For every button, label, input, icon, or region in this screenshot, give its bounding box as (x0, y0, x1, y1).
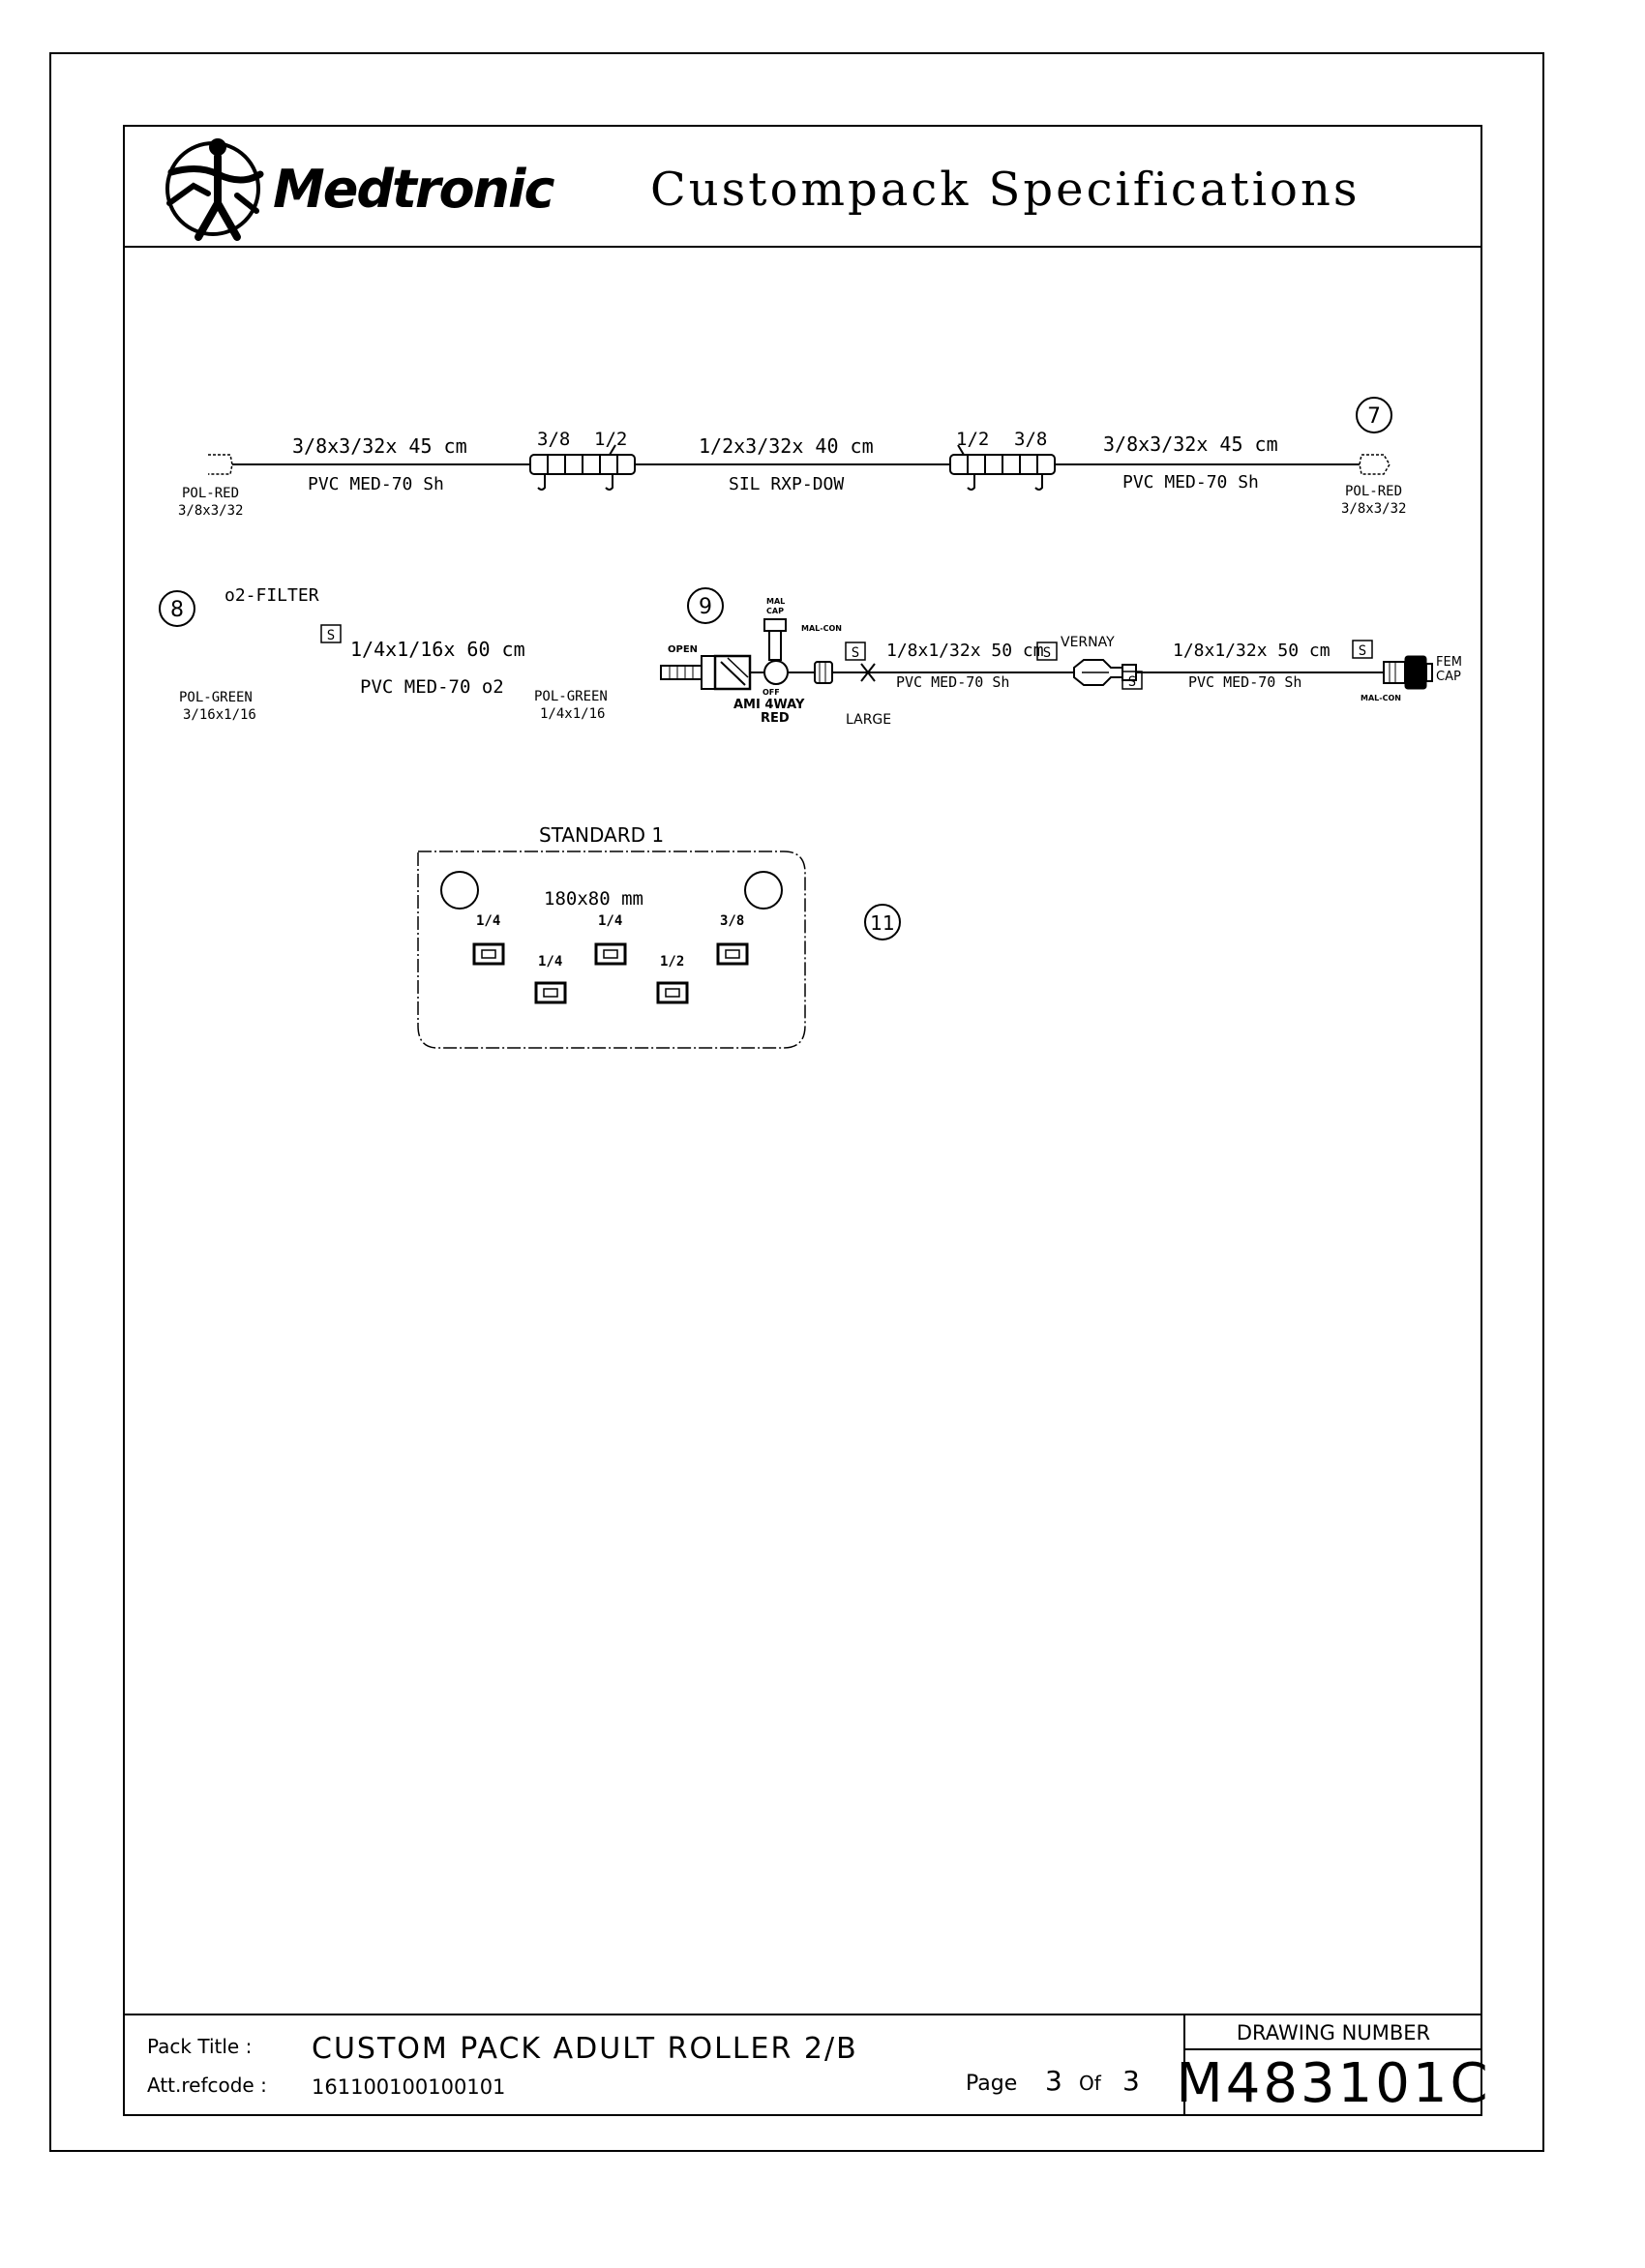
line8-material: PVC MED-70 o2 (360, 676, 504, 698)
vernay-valve-icon (1073, 659, 1137, 686)
brand-logo-icon (165, 138, 264, 241)
brand-name: Medtronic (273, 159, 555, 220)
clip-slot-icon (716, 942, 749, 966)
line9-valve-name: AMI 4WAY (733, 698, 805, 712)
line9-fem-cap-bottom: CAP (1436, 670, 1461, 684)
line7-marker: 7 (1367, 404, 1381, 429)
standard-title: STANDARD 1 (539, 823, 664, 847)
line7-tube3-material: PVC MED-70 Sh (1122, 472, 1259, 492)
reducer-connector-icon (529, 444, 636, 491)
drawing-number: M483101C (1176, 2052, 1490, 2115)
line7-adapter1-right: 1/2 (594, 429, 627, 450)
page-of: Of (1079, 2072, 1102, 2095)
s-tag-icon (1122, 671, 1143, 690)
line9-tube2-size: 1/8x1/32x 50 cm (1173, 641, 1331, 661)
tubing-line-8: 8 o2-FILTER S 1/4x1/16x 60 cm PVC MED-70… (159, 585, 608, 723)
page-title: Custompack Specifications (650, 163, 1361, 217)
clamp-icon (860, 663, 876, 682)
line7-tube2-material: SIL RXP-DOW (729, 474, 844, 494)
line7-tube1-material: PVC MED-70 Sh (308, 474, 444, 494)
line9-vernay-label: VERNAY (1061, 635, 1115, 650)
line8-filter-label: o2-FILTER (224, 585, 319, 606)
line9-marker: 9 (699, 595, 712, 619)
fem-cap-connector-icon (1383, 655, 1433, 690)
line9-marker-circle (687, 587, 724, 624)
line9-large-label: LARGE (846, 712, 891, 728)
page-word: Page (966, 2072, 1017, 2096)
line7-adapter2-right: 3/8 (1014, 429, 1047, 450)
s-tag-icon (320, 624, 342, 643)
page-total: 3 (1122, 2065, 1140, 2097)
pack-title: CUSTOM PACK ADULT ROLLER 2/B (312, 2032, 858, 2066)
svg-text:S: S (852, 645, 859, 661)
title-block: Pack Title : CUSTOM PACK ADULT ROLLER 2/… (124, 2014, 1490, 2115)
line7-adapter2-left: 1/2 (956, 429, 989, 450)
s-tag-icon (1352, 640, 1373, 659)
line8-left-connector-size: 3/16x1/16 (183, 707, 256, 723)
slot-label: 1/4 (476, 913, 500, 929)
drawing-number-label: DRAWING NUMBER (1237, 2021, 1430, 2044)
mount-hole-icon (440, 871, 479, 910)
line7-adapter1-left: 3/8 (537, 429, 570, 450)
four-way-stopcock-icon (660, 618, 840, 691)
line9-mal-cap-bottom: CAP (766, 607, 784, 615)
slot-label: 1/4 (538, 954, 562, 970)
mount-hole-icon (744, 871, 783, 910)
line9-tube1-material: PVC MED-70 Sh (896, 673, 1009, 691)
pol-red-connector-left-icon (208, 454, 233, 475)
s-tag-icon (845, 642, 866, 661)
line7-right-connector-size: 3/8x3/32 (1341, 501, 1406, 517)
line7-left-connector-name: POL-RED (182, 486, 239, 501)
pack-title-label: Pack Title : (147, 2035, 252, 2058)
outer-frame (49, 52, 1544, 2152)
line7-tube2-size: 1/2x3/32x 40 cm (699, 434, 874, 458)
line9-off-label: OFF (763, 688, 780, 697)
line9-fem-cap-top: FEM (1436, 655, 1462, 670)
slot-label: 1/4 (598, 913, 622, 929)
tubing-line-7: POL-RED 3/8x3/32 3/8x3/32x 45 cm PVC MED… (178, 397, 1406, 519)
refcode-label: Att.refcode : (147, 2074, 267, 2097)
line9-mal-con-top: MAL-CON (801, 624, 842, 633)
standard-marker-circle (864, 904, 901, 940)
line8-right-connector-name: POL-GREEN (534, 689, 608, 704)
svg-text:S: S (1043, 645, 1051, 661)
clip-slot-icon (534, 981, 567, 1004)
line7-tube3-size: 3/8x3/32x 45 cm (1103, 433, 1278, 456)
svg-text:S: S (1359, 643, 1366, 659)
svg-text:S: S (327, 628, 335, 643)
line9-tube1-size: 1/8x1/32x 50 cm (886, 641, 1044, 661)
line9-tube2-material: PVC MED-70 Sh (1188, 673, 1301, 691)
line9-open-label: OPEN (668, 644, 698, 655)
line9-mal-con-end: MAL-CON (1361, 694, 1401, 702)
line7-marker-circle (1356, 397, 1392, 433)
line8-left-connector-name: POL-GREEN (179, 690, 253, 705)
reducer-connector-icon (949, 444, 1056, 491)
standard-plate (417, 850, 806, 1049)
line7-tube1-size: 3/8x3/32x 45 cm (292, 434, 467, 458)
slot-label: 3/8 (720, 913, 744, 929)
page-current: 3 (1045, 2065, 1062, 2097)
svg-text:S: S (1128, 674, 1136, 690)
tubing-line-9: 9 MAL CAP MAL-CON OPEN OFF AMI 4WAY (660, 587, 1462, 728)
standard-size: 180x80 mm (544, 888, 643, 910)
line9-mal-cap-top: MAL (766, 597, 785, 606)
clip-slot-icon (656, 981, 689, 1004)
standard-holder: STANDARD 1 180x80 mm 1/4 1/4 1/4 1/2 3/8… (417, 823, 901, 1049)
line8-right-connector-size: 1/4x1/16 (540, 706, 605, 722)
line8-marker: 8 (170, 598, 184, 622)
line9-valve-color: RED (761, 711, 790, 726)
s-tag-icon (1036, 642, 1058, 661)
line7-right-connector-name: POL-RED (1345, 484, 1402, 499)
clip-slot-icon (594, 942, 627, 966)
line7-left-connector-size: 3/8x3/32 (178, 503, 243, 519)
inner-frame (123, 125, 1482, 2116)
pol-red-connector-right-icon (1359, 454, 1391, 475)
line8-marker-circle (159, 590, 195, 627)
standard-marker: 11 (870, 911, 894, 935)
slot-label: 1/2 (660, 954, 684, 970)
line8-size: 1/4x1/16x 60 cm (350, 638, 525, 661)
refcode: 161100100100101 (312, 2075, 505, 2099)
clip-slot-icon (472, 942, 505, 966)
